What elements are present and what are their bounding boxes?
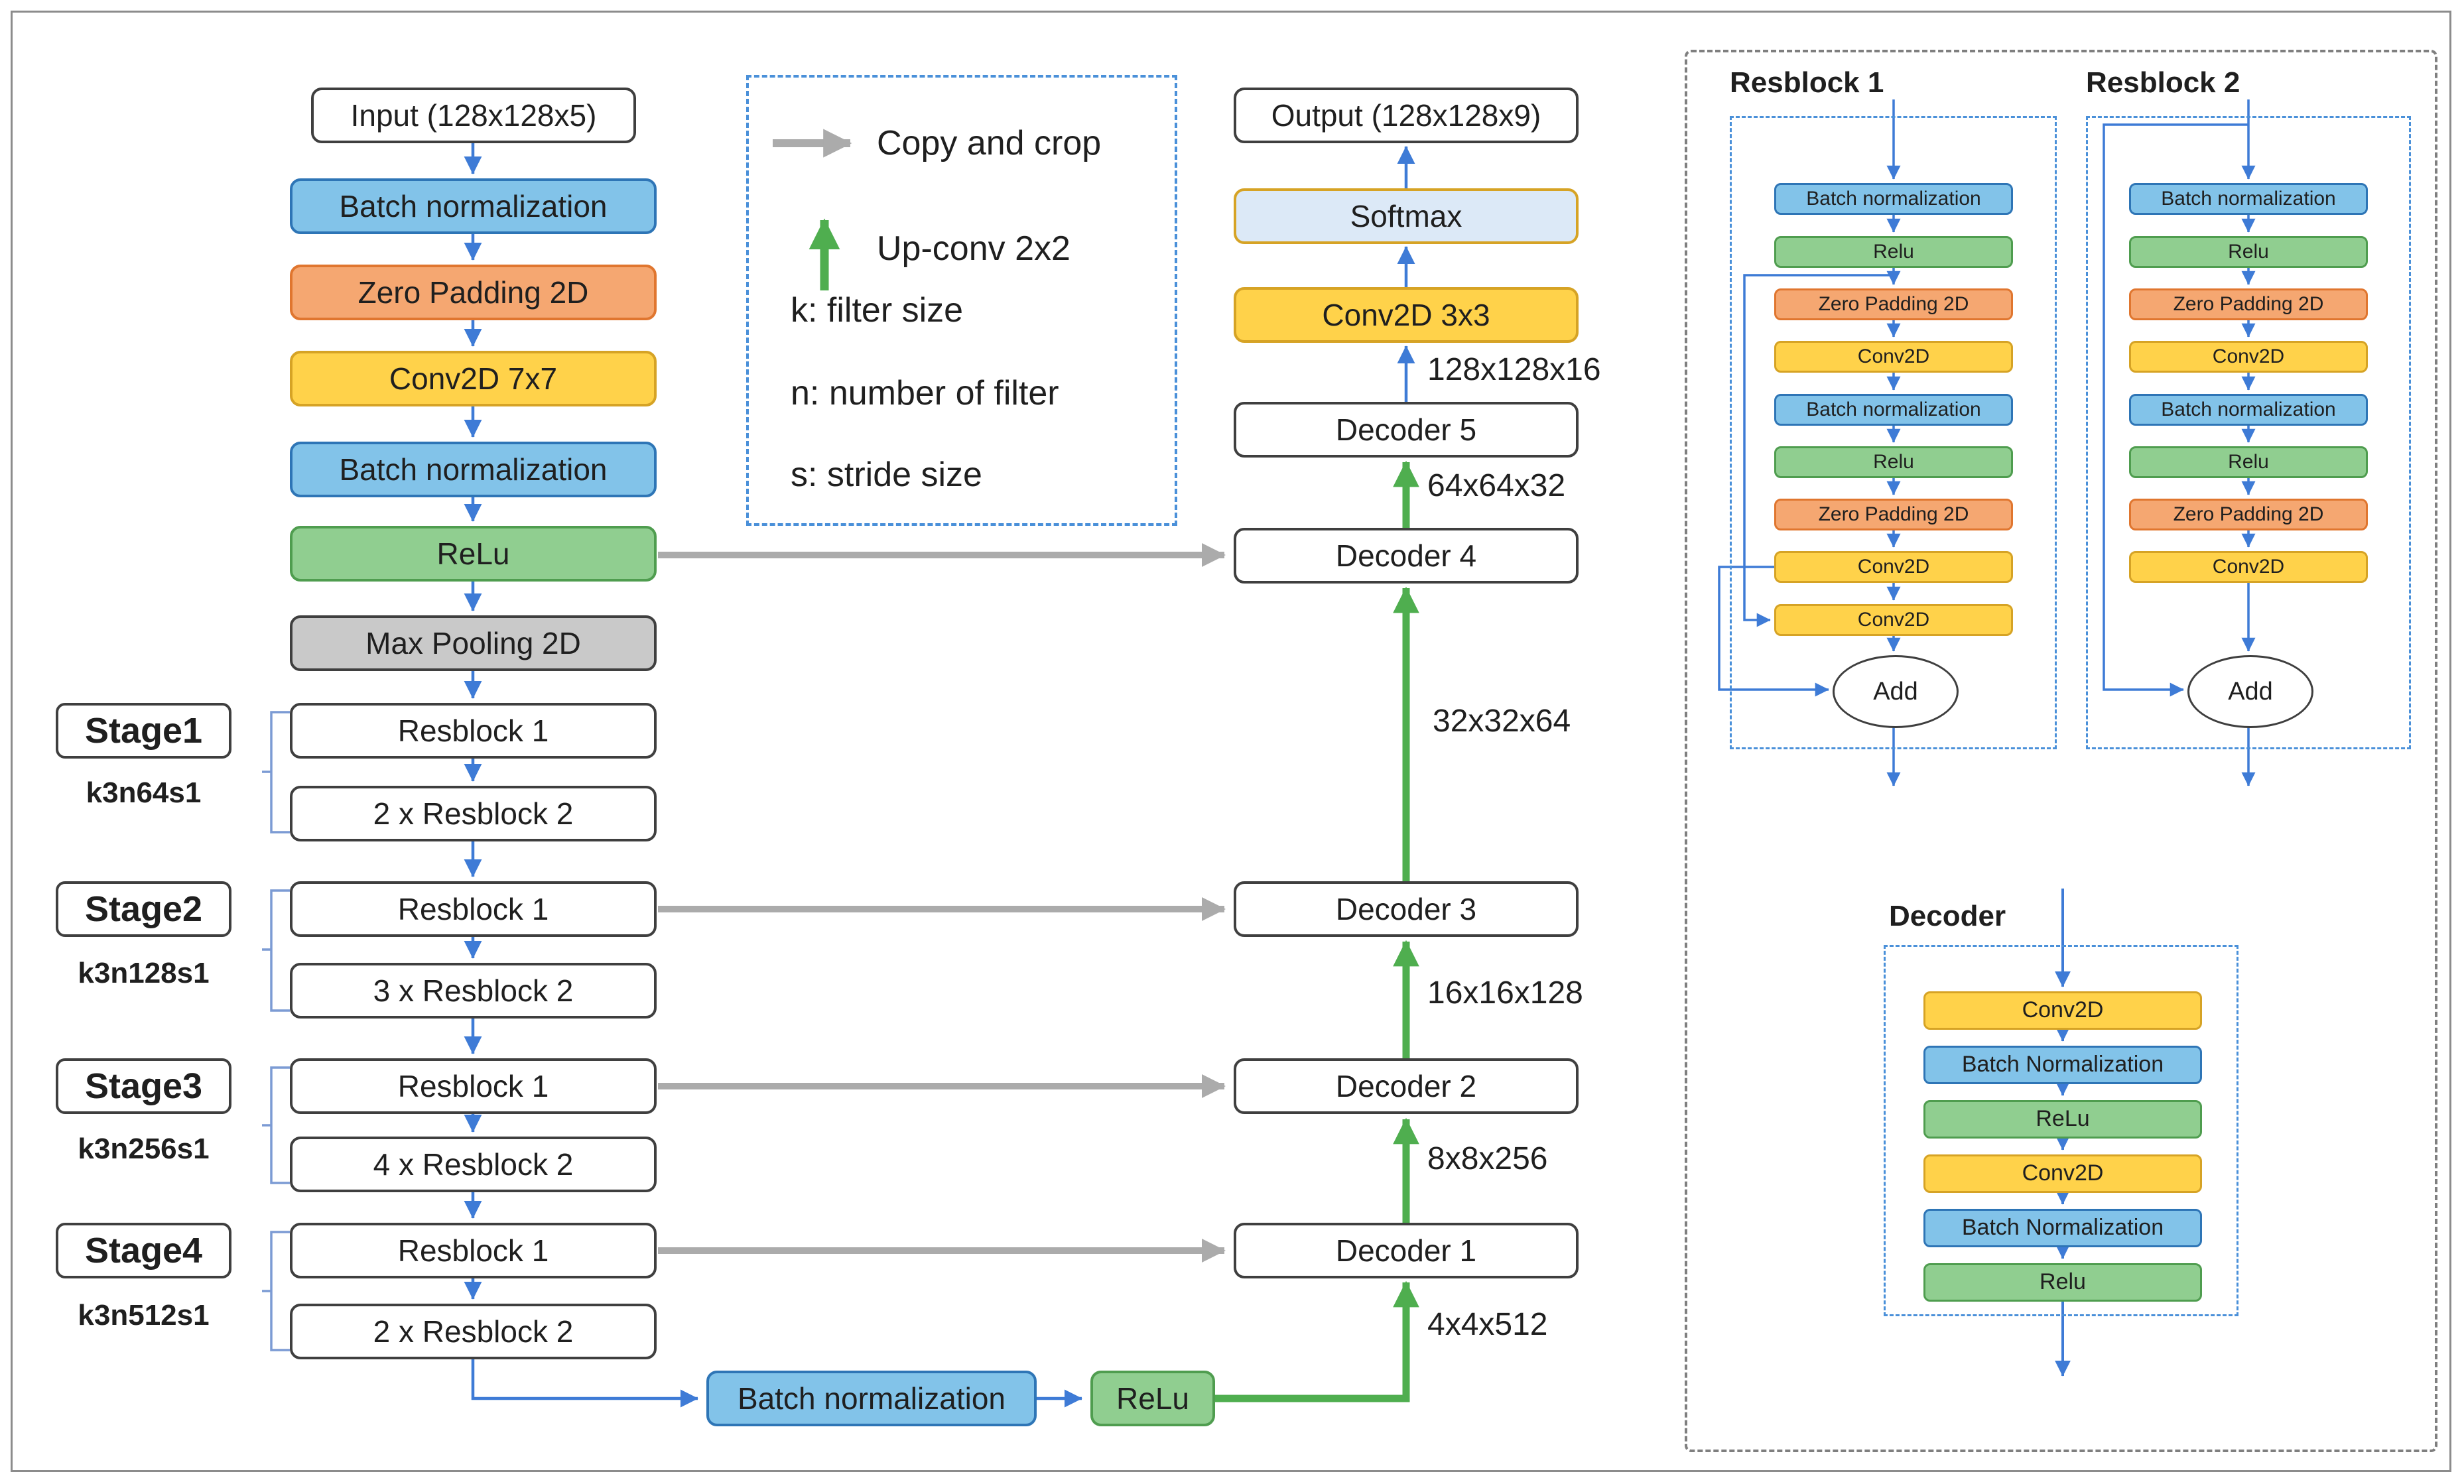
stage1-params: k3n64s1 (86, 776, 202, 809)
batchnorm-layer: Batch normalization (290, 178, 657, 234)
dim-32x32x64: 32x32x64 (1433, 703, 1571, 739)
decoder-detail-panel (1884, 945, 2238, 1316)
stage3-label: Stage3 (56, 1058, 231, 1114)
output-layer: Output (128x128x9) (1234, 88, 1579, 143)
stage4-resblock2: 2 x Resblock 2 (290, 1304, 657, 1359)
decoder-3: Decoder 3 (1234, 881, 1579, 937)
bottleneck-relu: ReLu (1090, 1371, 1215, 1426)
stage1-resblock1: Resblock 1 (290, 703, 657, 759)
rb2-conv-1: Conv2D (2129, 341, 2368, 373)
stage3-resblock2: 4 x Resblock 2 (290, 1137, 657, 1192)
bottleneck-batchnorm: Batch normalization (706, 1371, 1037, 1426)
rb2-add-node: Add (2187, 655, 2313, 728)
detail-panel (1685, 50, 2437, 1452)
rb2-batchnorm-2: Batch normalization (2129, 394, 2368, 426)
rb2-conv-2: Conv2D (2129, 551, 2368, 583)
stage2-label: Stage2 (56, 881, 231, 937)
legend-number-of-filter: n: number of filter (791, 374, 1059, 412)
decoder-4: Decoder 4 (1234, 528, 1579, 584)
stage4-resblock1: Resblock 1 (290, 1223, 657, 1278)
dec-relu-1: ReLu (1923, 1100, 2202, 1139)
rb1-batchnorm-2: Batch normalization (1774, 394, 2013, 426)
dim-8x8x256: 8x8x256 (1427, 1141, 1548, 1176)
stage4-params: k3n512s1 (78, 1299, 210, 1331)
decoder-1: Decoder 1 (1234, 1223, 1579, 1278)
rb2-zeropad-2: Zero Padding 2D (2129, 499, 2368, 530)
stage2-params: k3n128s1 (78, 957, 210, 989)
zeropad-layer: Zero Padding 2D (290, 265, 657, 320)
rb1-add-node: Add (1833, 655, 1959, 728)
maxpool-layer: Max Pooling 2D (290, 615, 657, 671)
resblock1-panel (1730, 116, 2057, 749)
rb2-zeropad-1: Zero Padding 2D (2129, 288, 2368, 320)
rb1-batchnorm-1: Batch normalization (1774, 183, 2013, 215)
stage2-resblock2: 3 x Resblock 2 (290, 963, 657, 1019)
stage2-resblock1: Resblock 1 (290, 881, 657, 937)
dec-relu-2: Relu (1923, 1263, 2202, 1302)
rb2-batchnorm-1: Batch normalization (2129, 183, 2368, 215)
rb1-conv-shortcut: Conv2D (1774, 604, 2013, 636)
resblock2-panel (2086, 116, 2411, 749)
rb1-conv-1: Conv2D (1774, 341, 2013, 373)
dim-16x16x128: 16x16x128 (1427, 975, 1583, 1011)
rb1-conv-2: Conv2D (1774, 551, 2013, 583)
conv3x3-layer: Conv2D 3x3 (1234, 287, 1579, 343)
dim-64x64x32: 64x64x32 (1427, 467, 1566, 503)
dec-batchnorm-1: Batch Normalization (1923, 1046, 2202, 1084)
legend-stride-size: s: stride size (791, 456, 982, 494)
dec-conv-1: Conv2D (1923, 991, 2202, 1030)
rb1-relu-2: Relu (1774, 446, 2013, 478)
dim-128x128x16: 128x128x16 (1427, 351, 1601, 387)
resblock2-title: Resblock 2 (2086, 66, 2240, 99)
legend-upconv: Up-conv 2x2 (877, 229, 1070, 268)
dim-4x4x512: 4x4x512 (1427, 1306, 1548, 1342)
rb2-relu-2: Relu (2129, 446, 2368, 478)
conv7x7-layer: Conv2D 7x7 (290, 351, 657, 406)
stage3-resblock1: Resblock 1 (290, 1058, 657, 1114)
dec-conv-2: Conv2D (1923, 1154, 2202, 1193)
relu-layer: ReLu (290, 526, 657, 582)
dec-batchnorm-2: Batch Normalization (1923, 1209, 2202, 1247)
rb2-relu-1: Relu (2129, 236, 2368, 268)
rb1-zeropad-1: Zero Padding 2D (1774, 288, 2013, 320)
input-layer: Input (128x128x5) (311, 88, 636, 143)
decoder-detail-title: Decoder (1889, 900, 2006, 932)
rb1-zeropad-2: Zero Padding 2D (1774, 499, 2013, 530)
softmax-layer: Softmax (1234, 188, 1579, 244)
legend-filter-size: k: filter size (791, 291, 964, 330)
stage1-label: Stage1 (56, 703, 231, 759)
stage4-label: Stage4 (56, 1223, 231, 1278)
decoder-5: Decoder 5 (1234, 402, 1579, 458)
stage3-params: k3n256s1 (78, 1133, 210, 1165)
resblock1-title: Resblock 1 (1730, 66, 1884, 99)
legend-copy-crop: Copy and crop (877, 124, 1102, 162)
rb1-relu-1: Relu (1774, 236, 2013, 268)
batchnorm-layer: Batch normalization (290, 442, 657, 497)
legend-box (746, 75, 1177, 526)
stage1-resblock2: 2 x Resblock 2 (290, 786, 657, 841)
decoder-2: Decoder 2 (1234, 1058, 1579, 1114)
